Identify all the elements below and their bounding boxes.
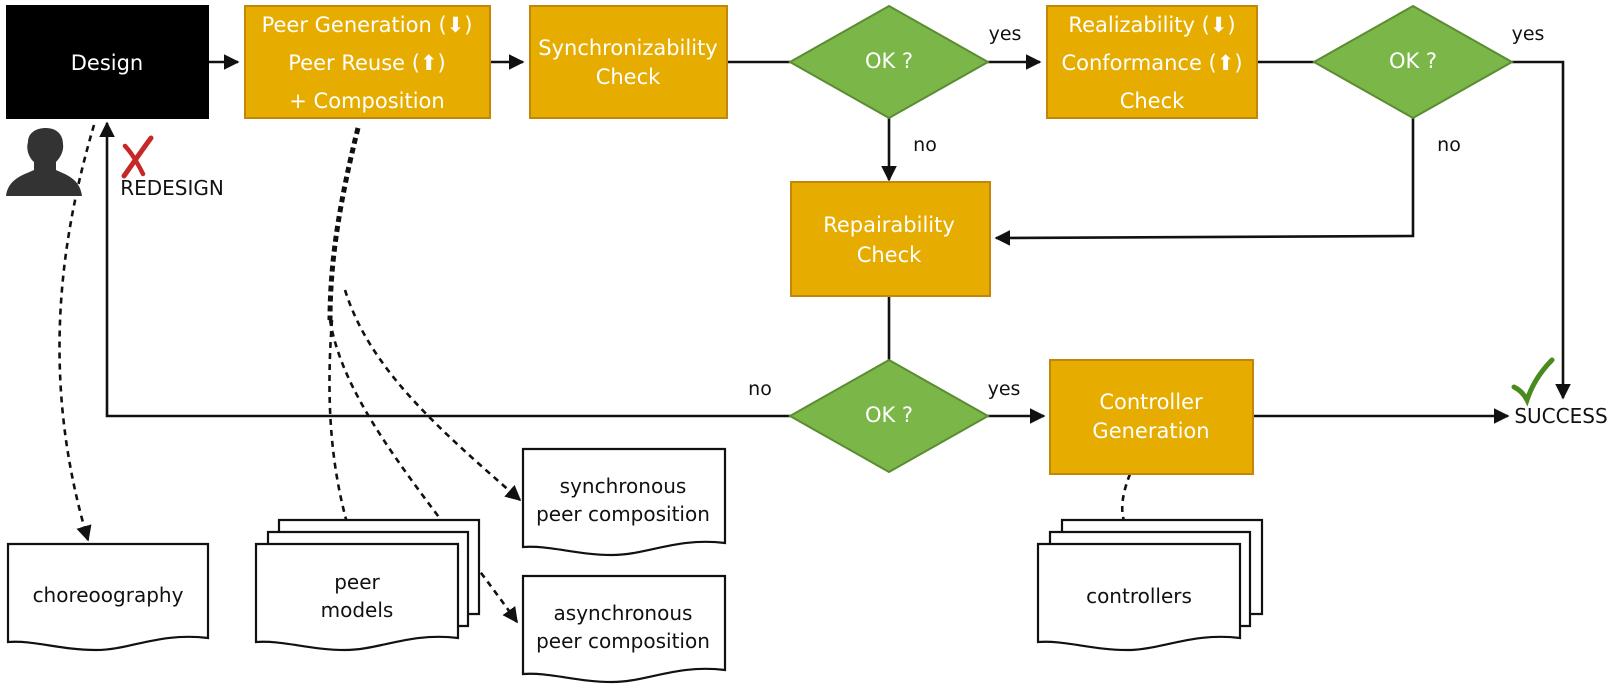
dashed-edges [58,124,1136,624]
node-controller-generation: Controller Generation [1049,359,1254,475]
choreography-label: choreoography [33,583,184,607]
peer-generation-line3: + Composition [289,89,444,113]
peer-generation-line2: Peer Reuse (⬆) [288,51,445,75]
repair-check-line1: Repairability [823,213,955,237]
controller-gen-line2: Generation [1092,419,1209,443]
sync-check-line1: Synchronizability [538,36,717,60]
design-label: Design [71,51,144,75]
dashed-peergen-to-sync [343,289,522,502]
doc-asynchronous-composition: asynchronous peer composition [521,574,727,684]
edge-ok3-no-to-design [99,121,790,418]
label-ok2-yes: yes [1512,23,1545,45]
real-check-line1: Realizability (⬇) [1068,13,1235,37]
node-repairability-check: Repairability Check [790,181,991,297]
edge-ok2-no-to-repair [994,118,1415,246]
repair-check-line2: Check [857,243,922,267]
node-realizability-check: Realizability (⬇) Conformance (⬆) Check [1046,5,1258,119]
label-ok1-no: no [913,134,937,156]
label-ok1-yes: yes [989,23,1022,45]
async-comp-line2: peer composition [536,629,710,653]
node-decision-ok1: OK ? [787,4,991,120]
sync-comp-line2: peer composition [536,502,710,526]
sync-comp-line1: synchronous [560,474,687,498]
redesign-label: REDESIGN [120,176,224,200]
dashed-peergen-to-peermodels [328,319,356,542]
dashed-controller-to-controllers [1119,473,1136,542]
dashed-design-to-choreography [58,124,96,542]
node-peer-generation: Peer Generation (⬇) Peer Reuse (⬆) + Com… [244,5,491,119]
node-design: Design [6,5,209,119]
success-label: SUCCESS [1514,404,1607,428]
label-ok3-yes: yes [988,378,1021,400]
green-check-icon [1511,357,1555,407]
edge-ok2-yes-to-success [1512,60,1571,400]
ok2-label: OK ? [1389,49,1437,73]
label-ok3-no: no [748,378,772,400]
node-decision-ok2: OK ? [1311,4,1515,120]
controller-gen-line1: Controller [1099,390,1203,414]
doc-synchronous-composition: synchronous peer composition [521,447,727,557]
user-silhouette-icon [6,128,82,196]
node-synchronizability-check: Synchronizability Check [529,5,728,119]
label-ok2-no: no [1437,134,1461,156]
real-check-line3: Check [1120,89,1185,113]
doc-controllers: controllers [1036,518,1264,652]
controllers-label: controllers [1086,584,1192,608]
ok3-label: OK ? [865,403,913,427]
peer-generation-line1: Peer Generation (⬇) [262,13,473,37]
red-cross-icon [121,135,154,179]
doc-peer-models: peer models [254,518,481,652]
peer-models-line1: peer [334,570,380,594]
real-check-line2: Conformance (⬆) [1061,51,1242,75]
sync-check-line2: Check [596,65,661,89]
peer-models-line2: models [321,598,394,622]
dashed-peergen-bundle [327,127,361,321]
dashed-peergen-to-async [328,319,519,624]
ok1-label: OK ? [865,49,913,73]
node-decision-ok3: OK ? [787,358,991,474]
async-comp-line1: asynchronous [554,601,693,625]
doc-choreography: choreoography [6,542,210,652]
edges [99,54,1571,424]
